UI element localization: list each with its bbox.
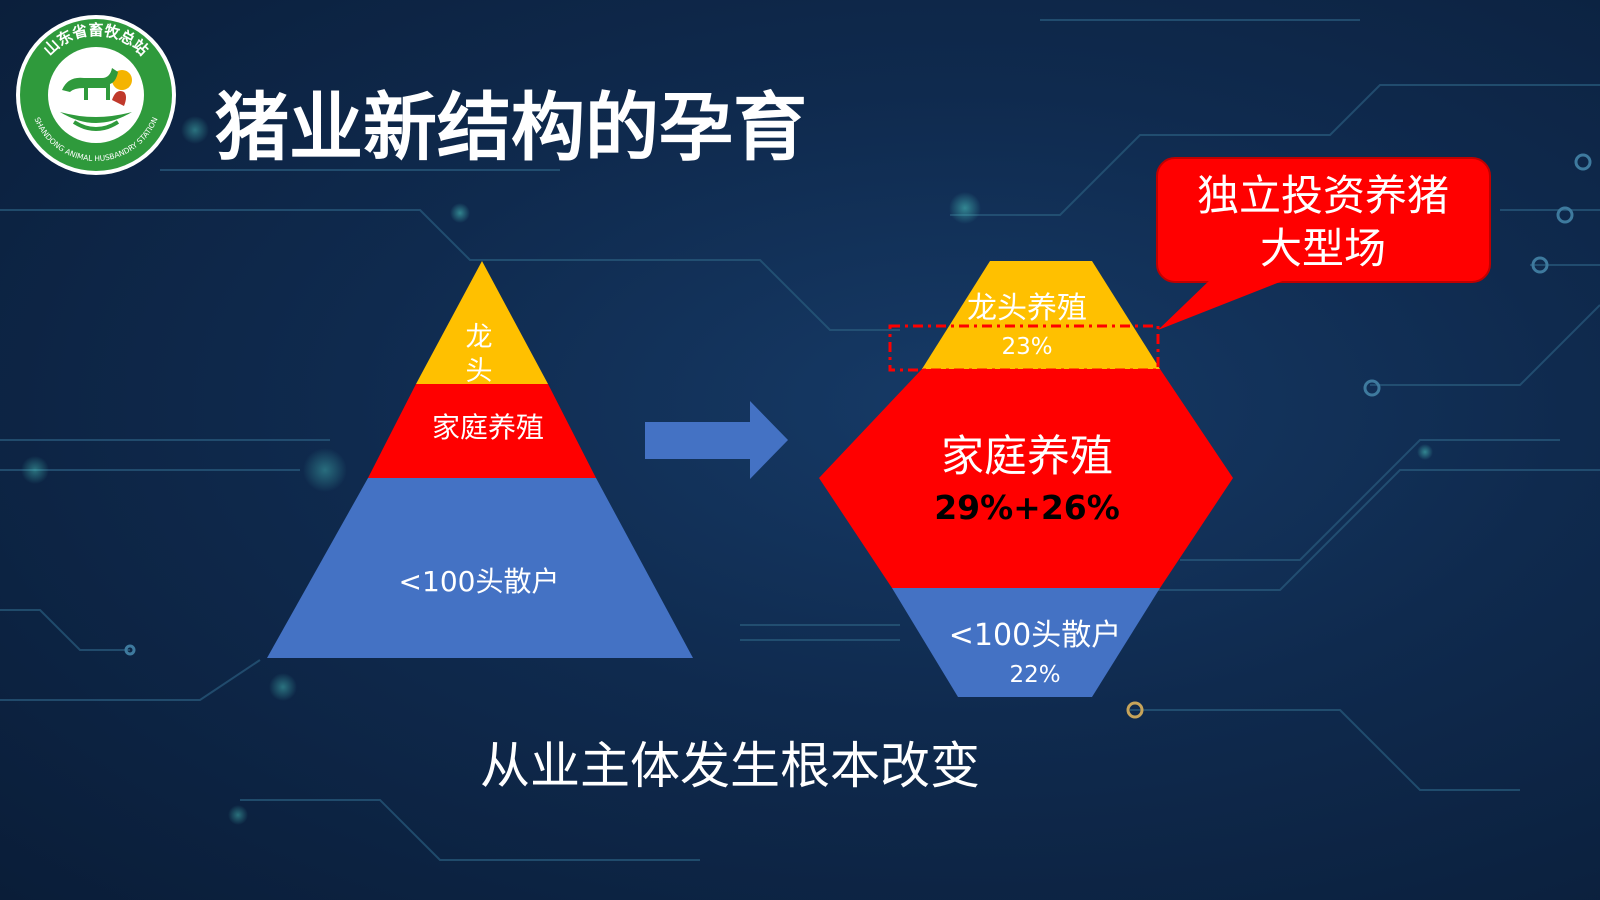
- right-top-label: 龙头养殖: [967, 291, 1087, 326]
- right-hexagon: 龙头养殖 23% 家庭养殖 29%+26% <100头散户 22%: [819, 261, 1233, 697]
- callout-bubble: 独立投资养猪 大型场: [1156, 157, 1491, 330]
- left-top-label-line2: 头: [466, 356, 493, 387]
- right-top-value: 23%: [1001, 334, 1052, 360]
- glow-dots: [21, 116, 1433, 825]
- callout-line2: 大型场: [1260, 224, 1386, 273]
- left-pyramid-middle-tier: [368, 384, 596, 478]
- left-pyramid-top-tier: [416, 261, 548, 384]
- right-middle-value: 29%+26%: [934, 488, 1120, 527]
- left-top-label-line1: 龙: [466, 322, 493, 353]
- logo-emblem-icon: [60, 68, 132, 131]
- logo: 山东省畜牧总站 SHANDONG ANIMAL HUSBANDRY STATIO…: [16, 15, 176, 175]
- left-bottom-label: <100头散户: [399, 565, 560, 598]
- right-bottom-label: <100头散户: [949, 618, 1121, 653]
- left-pyramid-bottom-tier: [267, 478, 693, 658]
- right-top-tier: [922, 261, 1160, 369]
- right-middle-label: 家庭养殖: [941, 432, 1113, 482]
- circuit-nodes: [124, 153, 1592, 719]
- slide-caption: 从业主体发生根本改变: [480, 737, 980, 795]
- highlight-dashed-box: [888, 324, 1160, 372]
- right-middle-tier: [819, 369, 1233, 588]
- right-bottom-value: 22%: [1009, 662, 1060, 688]
- left-middle-label: 家庭养殖: [432, 411, 544, 444]
- right-bottom-tier: [892, 588, 1160, 697]
- callout-line1: 独立投资养猪: [1197, 171, 1449, 220]
- transition-arrow: [645, 401, 788, 479]
- circuit-background: [0, 19, 1600, 861]
- left-pyramid: 龙 头 家庭养殖 <100头散户: [267, 261, 693, 658]
- slide-title: 猪业新结构的孕育: [215, 85, 807, 171]
